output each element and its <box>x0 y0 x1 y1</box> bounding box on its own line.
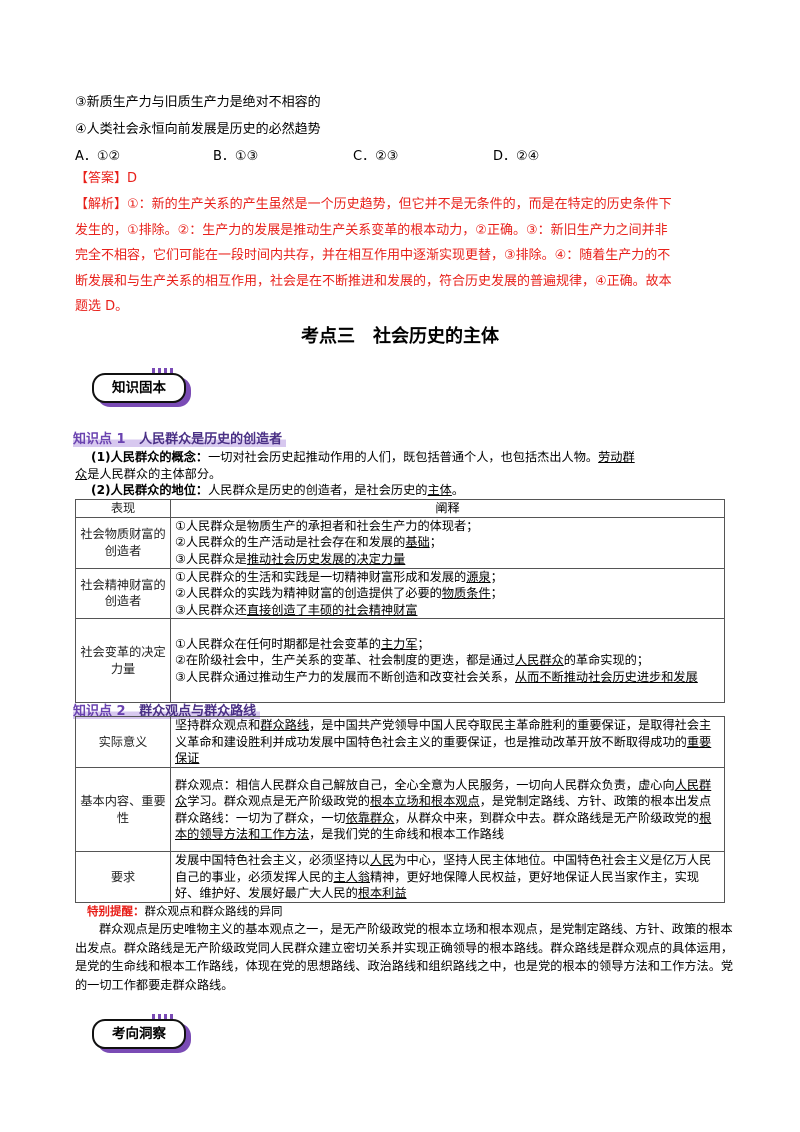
analysis-line-1: 【解析】①：新的生产关系的产生虽然是一个历史趋势，但它并不是无条件的，而是在特定… <box>75 197 672 212</box>
badge-exam-insight: 考向洞察 <box>88 1014 186 1052</box>
kp2-title: 群众观点与群众路线 <box>139 704 257 719</box>
question-item-3: ③新质生产力与旧质生产力是绝对不相容的 <box>75 95 321 110</box>
table-mass-line: 实际意义 坚持群众观点和群众路线，是中国共产党领导中国人民夺取民主革命胜利的重要… <box>75 716 725 903</box>
row-label: 社会精神财富的创造者 <box>75 567 171 619</box>
p1-body: 一切对社会历史起推动作用的人们，既包括普通个人，也包括杰出人物。 <box>208 450 599 464</box>
table-row: 基本内容、重要性 群众观点：相信人民群众自己解放自己，全心全意为人民服务，一切向… <box>75 767 725 852</box>
analysis-line-3: 完全不相容，它们可能在一段时间内共存，并在相互作用中逐渐实现更替，③排除。④：随… <box>75 248 671 263</box>
table-header-row: 表现 阐释 <box>75 499 725 518</box>
row-label: 要求 <box>75 851 171 903</box>
analysis-line-2: 发生的，①排除。②：生产力的发展是推动生产关系变革的根本动力，②正确。③：新旧生… <box>75 222 668 238</box>
kp2-number: 知识点 2 <box>73 704 126 719</box>
kp1-number: 知识点 1 <box>73 432 126 447</box>
p2-head: (2)人民群众的地位： <box>91 483 209 497</box>
p1-underline: 劳动群 <box>598 450 635 464</box>
p2-underline: 主体 <box>427 483 452 497</box>
row-content: 坚持群众观点和群众路线，是中国共产党领导中国人民夺取民主革命胜利的重要保证，是取… <box>170 716 725 768</box>
kp1-title: 人民群众是历史的创造者 <box>139 432 283 447</box>
row-label: 社会变革的决定力量 <box>75 618 171 703</box>
table-row: 实际意义 坚持群众观点和群众路线，是中国共产党领导中国人民夺取民主革命胜利的重要… <box>75 716 725 768</box>
row-label: 实际意义 <box>75 716 171 768</box>
p1-tail: 是人民群众的主体部分。 <box>87 466 222 481</box>
table-row: 社会物质财富的创造者 ①人民群众是物质生产的承担者和社会生产力的体现者； ②人民… <box>75 516 725 569</box>
analysis-line-5: 题选 D。 <box>75 299 129 314</box>
answer-line: 【答案】D <box>75 171 138 186</box>
kp1-definition: (1)人民群众的概念：一切对社会历史起推动作用的人们，既包括普通个人，也包括杰出… <box>75 450 635 497</box>
row-label: 基本内容、重要性 <box>75 767 171 852</box>
knowledge-point-2-heading: 知识点 2 群众观点与群众路线 <box>73 700 261 719</box>
special-note-label: 特别提醒： <box>87 904 145 918</box>
analysis-line-4: 断发展和与生产关系的相互作用，社会是在不断推进和发展的，符合历史发展的普遍规律，… <box>75 273 672 289</box>
option-d: D．②④ <box>493 149 540 164</box>
table-row: 社会精神财富的创造者 ①人民群众的生活和实践是一切精神财富形成和发展的源泉； ②… <box>75 567 725 619</box>
badge-label: 考向洞察 <box>92 1019 186 1049</box>
row-content: 发展中国特色社会主义，必须坚持以人民为中心，坚持人民主体地位。中国特色社会主义是… <box>170 851 725 903</box>
p1-head: (1)人民群众的概念： <box>91 450 209 464</box>
section-title: 考点三 社会历史的主体 <box>301 326 499 347</box>
special-note-text: 群众观点和群众路线的异同 <box>144 904 283 918</box>
badge-dots-decoration <box>152 368 178 374</box>
table-row: 要求 发展中国特色社会主义，必须坚持以人民为中心，坚持人民主体地位。中国特色社会… <box>75 851 725 903</box>
option-b: B．①③ <box>213 149 259 164</box>
special-note-paragraph: 群众观点是历史唯物主义的基本观点之一，是无产阶级政党的根本立场和根本观点，是党制… <box>75 922 734 992</box>
row-label: 社会物质财富的创造者 <box>75 516 171 569</box>
badge-knowledge: 知识固本 <box>88 368 186 406</box>
table-people-creators: 表现 阐释 社会物质财富的创造者 ①人民群众是物质生产的承担者和社会生产力的体现… <box>75 499 725 703</box>
table-row: 社会变革的决定力量 ①人民群众在任何时期都是社会变革的主力军； ②在阶级社会中，… <box>75 618 725 703</box>
table-head-cell: 阐释 <box>170 499 725 518</box>
badge-dots-decoration <box>152 1014 178 1020</box>
table-head-cell: 表现 <box>75 499 171 518</box>
option-a: A．①② <box>75 149 121 164</box>
row-content: 群众观点：相信人民群众自己解放自己，全心全意为人民服务，一切向人民群众负责，虚心… <box>170 767 725 852</box>
question-item-4: ④人类社会永恒向前发展是历史的必然趋势 <box>75 122 321 137</box>
special-note: 特别提醒：群众观点和群众路线的异同 <box>87 903 283 919</box>
p2-body: 人民群众是历史的创造者，是社会历史的 <box>208 483 428 497</box>
knowledge-point-1-heading: 知识点 1 人民群众是历史的创造者 <box>73 428 287 447</box>
analysis-block: 【解析】①：新的生产关系的产生虽然是一个历史趋势，但它并不是无条件的，而是在特定… <box>75 192 725 320</box>
option-c: C．②③ <box>353 149 399 164</box>
row-content: ①人民群众是物质生产的承担者和社会生产力的体现者； ②人民群众的生产活动是社会存… <box>170 516 725 569</box>
badge-label: 知识固本 <box>92 373 186 403</box>
p1-underline-2: 众 <box>75 466 88 481</box>
row-content: ①人民群众的生活和实践是一切精神财富形成和发展的源泉； ②人民群众的实践为精神财… <box>170 567 725 619</box>
row-content: ①人民群众在任何时期都是社会变革的主力军； ②在阶级社会中，生产关系的变革、社会… <box>170 618 725 703</box>
